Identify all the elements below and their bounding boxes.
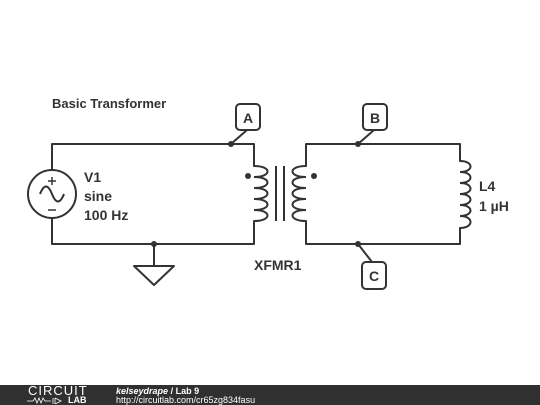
wire-secondary-bottom [305, 220, 461, 245]
source-name: V1 [84, 169, 101, 185]
transformer-core [275, 166, 285, 221]
logo-lab: LAB [68, 395, 87, 405]
probe-b-label: B [370, 110, 380, 126]
project-credit: kelseydrape / Lab 9 [116, 386, 199, 396]
secondary-dot [311, 173, 317, 179]
credit-separator: / [170, 386, 174, 396]
sine-source-v1 [27, 169, 77, 219]
diagram-title: Basic Transformer [52, 96, 166, 111]
junction-ground [151, 241, 157, 247]
project-name[interactable]: Lab 9 [175, 386, 200, 396]
wire-secondary-top [305, 143, 461, 167]
project-url[interactable]: http://circuitlab.com/cr65zg834fasu [116, 395, 256, 405]
schematic: Basic Transformer A [27, 96, 509, 290]
probe-c[interactable]: C [361, 261, 387, 290]
transformer-xfmr1 [253, 165, 307, 222]
ground-symbol [133, 265, 175, 286]
circuit-wave-icon [27, 397, 62, 404]
inductor-l4 [459, 160, 472, 229]
user-link[interactable]: kelseydrape [116, 386, 169, 396]
secondary-coil [291, 165, 307, 222]
probe-a-label: A [243, 110, 253, 126]
circuitlab-logo[interactable]: CIRCUIT [28, 383, 88, 398]
inductor-name: L4 [479, 178, 496, 194]
inductor-value: 1 µH [479, 198, 509, 214]
source-type: sine [84, 188, 112, 204]
probe-c-label: C [369, 268, 379, 284]
probe-a[interactable]: A [235, 103, 261, 131]
probe-b[interactable]: B [362, 103, 388, 131]
source-frequency: 100 Hz [84, 207, 128, 223]
wire-primary-bottom [51, 217, 255, 245]
transformer-label: XFMR1 [254, 257, 302, 273]
wire-primary-top [51, 143, 255, 171]
footer-bar: CIRCUIT LAB kelseydrape / Lab 9 http://c… [0, 383, 540, 405]
primary-dot [245, 173, 251, 179]
primary-coil [253, 165, 269, 222]
